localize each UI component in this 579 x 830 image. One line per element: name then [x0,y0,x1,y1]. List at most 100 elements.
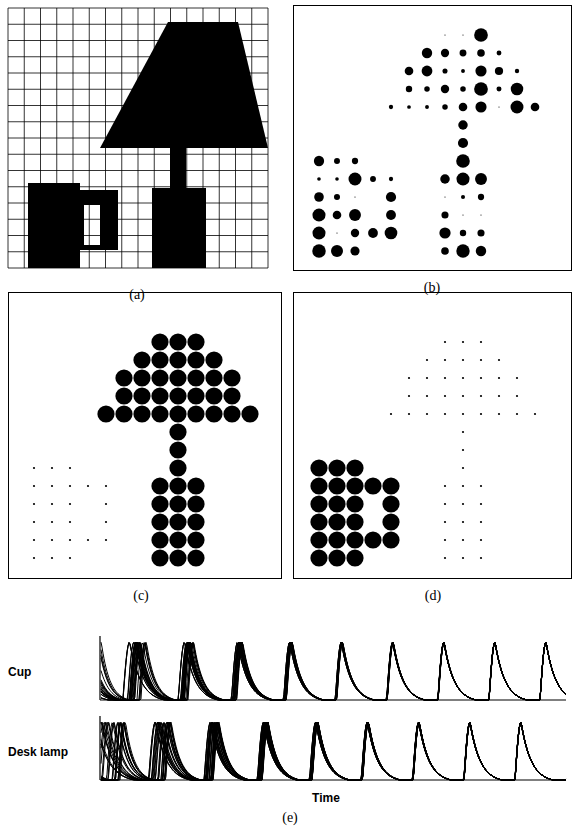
oscillator-dot [462,431,464,433]
trace-group [100,636,566,700]
panel-frame [9,293,282,579]
oscillator-dot [310,513,327,530]
oscillator-dot [444,521,446,523]
oscillator-dot [69,539,71,541]
oscillator-dot [51,521,53,523]
oscillator-dot [115,405,132,422]
oscillator-dot [444,377,446,379]
oscillator-dot [440,174,449,183]
oscillator-dot [515,69,519,73]
oscillator-dot [349,173,362,186]
oscillator-dot [205,405,222,422]
oscillator-trace [101,722,566,780]
oscillator-dot [350,246,359,255]
oscillator-dot [462,503,464,505]
oscillator-dot [444,557,446,559]
trace-label: Desk lamp [8,744,68,760]
oscillator-dot [462,485,464,487]
grid-line [8,24,268,25]
oscillator-trace [101,722,566,780]
activity-panel [294,293,572,579]
oscillator-dot [105,539,107,541]
oscillator-trace [101,722,566,780]
oscillator-dot [389,177,393,181]
oscillator-dot [441,49,449,57]
oscillator-dot [151,369,168,386]
oscillator-dot [169,549,186,566]
oscillator-trace [101,722,566,780]
oscillator-dot [310,531,327,548]
oscillator-dot [205,369,222,386]
panel-frame [294,6,572,271]
oscillator-dot [462,449,464,451]
oscillator-trace [101,642,566,700]
grid-line [8,251,268,252]
oscillator-dot [424,86,430,92]
oscillator-trace [101,722,566,780]
oscillator-dot [422,48,432,58]
oscillator-dot [461,69,465,73]
oscillator-dot [405,67,414,76]
oscillator-dot [385,227,398,240]
oscillator-dot [169,423,186,440]
oscillator-dot [480,485,482,487]
oscillator-trace [101,642,566,700]
oscillator-dot [328,477,345,494]
oscillator-dot [364,477,381,494]
oscillator-dot [462,214,463,215]
oscillator-dot [426,413,428,415]
oscillator-dot [498,377,500,379]
oscillator-dot [390,413,392,415]
oscillator-dot [456,172,469,185]
oscillator-dot [442,104,447,109]
oscillator-dot [33,539,35,541]
oscillator-dot [51,485,53,487]
oscillator-dot [310,477,327,494]
oscillator-dot [69,467,71,469]
oscillator-dot [444,503,446,505]
oscillator-dot [151,495,168,512]
oscillator-dot [51,557,53,559]
oscillator-dot [462,341,464,343]
oscillator-dot [462,539,464,541]
oscillator-trace [101,642,566,700]
oscillator-dot [133,351,150,368]
oscillator-dot [480,503,482,505]
oscillator-dot [151,477,168,494]
oscillator-dot [462,377,464,379]
oscillator-dot [115,387,132,404]
oscillator-dot [346,531,363,548]
oscillator-dot [382,495,399,512]
oscillator-dot [223,405,240,422]
grid-line [8,8,268,9]
oscillator-dot [406,86,412,92]
oscillator-dot [480,395,482,397]
oscillator-dot [497,51,502,56]
oscillator-trace [101,642,566,700]
oscillator-dot [461,195,465,199]
grid-line [8,56,268,57]
oscillator-dot [346,513,363,530]
oscillator-trace [101,642,566,700]
oscillator-dot [444,485,446,487]
oscillator-trace [101,642,566,700]
oscillator-dot [422,66,433,77]
panel-label: (b) [424,280,440,296]
trace-group [100,716,566,780]
oscillator-dot [389,105,393,109]
oscillator-dot [169,459,186,476]
panel-label: (a) [129,287,145,303]
oscillator-dot [187,495,204,512]
oscillator-dot [516,413,518,415]
oscillator-dot [364,531,381,548]
oscillator-dot [498,106,499,107]
oscillator-dot [426,395,428,397]
oscillator-dot [335,177,339,181]
oscillator-dot [442,68,447,73]
oscillator-trace [101,722,566,780]
oscillator-dot [169,495,186,512]
grid-line [8,203,268,204]
oscillator-trace [101,642,566,700]
oscillator-dot [169,405,186,422]
